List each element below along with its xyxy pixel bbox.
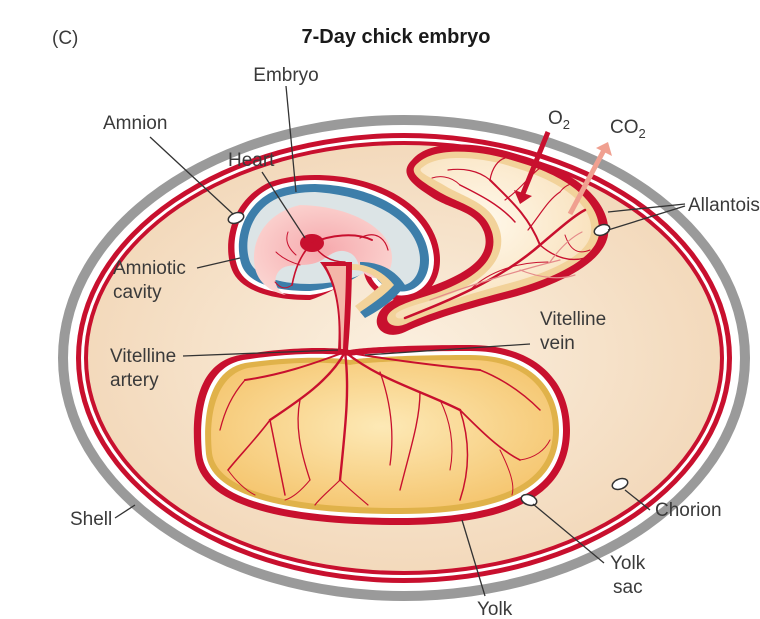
o2-arrow — [514, 131, 551, 204]
label-vitelline-artery-line2: artery — [110, 370, 159, 391]
label-heart: Heart — [228, 150, 275, 171]
label-amniotic-cavity-line1: Amniotic — [113, 258, 186, 279]
co2-arrow — [567, 142, 612, 216]
allantois — [376, 144, 609, 335]
label-vitelline-artery-line1: Vitelline — [110, 346, 176, 367]
embryo — [253, 205, 405, 350]
panel-tag: (C) — [52, 28, 78, 49]
label-yolk-sac-line1: Yolk — [610, 553, 646, 574]
figure-title: 7-Day chick embryo — [302, 26, 491, 48]
label-allantois: Allantois — [688, 195, 760, 216]
label-amnion: Amnion — [103, 113, 167, 134]
label-co2: CO2 — [610, 117, 646, 141]
label-embryo: Embryo — [253, 65, 318, 86]
leader-lines — [114, 85, 686, 597]
label-yolk-sac-line2: sac — [613, 577, 643, 598]
label-vitelline-vein-line1: Vitelline — [540, 309, 606, 330]
label-shell: Shell — [70, 509, 112, 530]
label-chorion: Chorion — [655, 500, 722, 521]
label-vitelline-vein-line2: vein — [540, 333, 575, 354]
label-yolk: Yolk — [477, 599, 513, 619]
label-o2: O2 — [548, 108, 570, 132]
label-amniotic-cavity-line2: cavity — [113, 282, 162, 303]
yolk-sac — [193, 345, 570, 525]
